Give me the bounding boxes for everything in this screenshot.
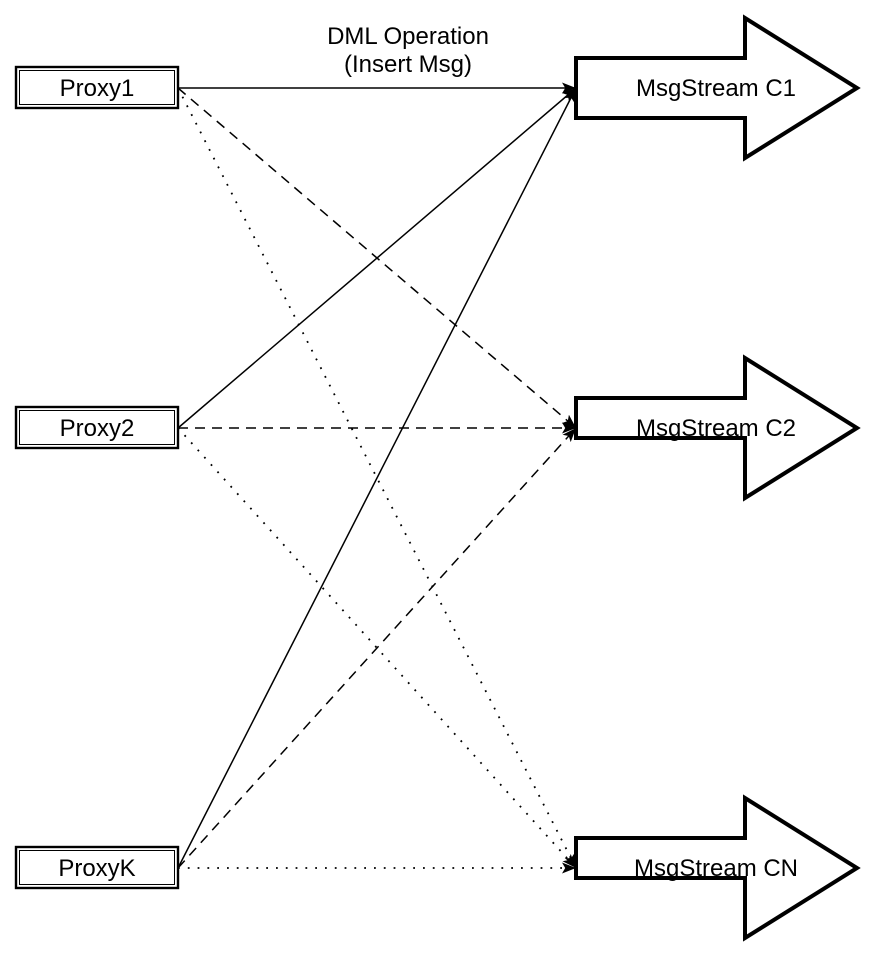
stream-node-cn: MsgStream CN: [574, 794, 861, 942]
stream-node-c1: MsgStream C1: [574, 14, 861, 162]
edge-proxy2-cn-dotted: [177, 427, 577, 869]
stream-c1-arrow-shape: [574, 14, 861, 162]
proxyK-label: ProxyK: [58, 855, 135, 882]
caption-line2: (Insert Msg): [344, 51, 472, 78]
proxy2-label: Proxy2: [60, 415, 135, 442]
stream-c1-label: MsgStream C1: [636, 75, 796, 102]
proxyK-box: [14, 845, 180, 890]
proxy1-box-inner-border: [19, 70, 175, 105]
edge-proxy1-c2-dashed: [177, 87, 577, 429]
edge-proxyK-c1-solid: [177, 87, 577, 869]
edges-layer: [177, 82, 577, 874]
proxyK-box-inner-border: [19, 850, 175, 885]
caption-line1: DML Operation: [327, 23, 489, 50]
proxy-node-proxyK: ProxyK: [14, 845, 180, 890]
stream-c2-arrow-shape: [574, 354, 861, 502]
proxy1-label: Proxy1: [60, 75, 135, 102]
proxy2-box-inner-border: [19, 410, 175, 445]
stream-c2-label: MsgStream C2: [636, 415, 796, 442]
proxy1-box: [14, 65, 180, 110]
caption: DML Operation (Insert Msg): [327, 23, 489, 78]
proxy-node-proxy2: Proxy2: [14, 405, 180, 450]
edge-proxyK-c2-dashed: [177, 427, 577, 869]
proxy-node-proxy1: Proxy1: [14, 65, 180, 110]
stream-node-c2: MsgStream C2: [574, 354, 861, 502]
stream-cn-label: MsgStream CN: [634, 855, 798, 882]
stream-cn-arrow-shape: [574, 794, 861, 942]
proxy2-box: [14, 405, 180, 450]
